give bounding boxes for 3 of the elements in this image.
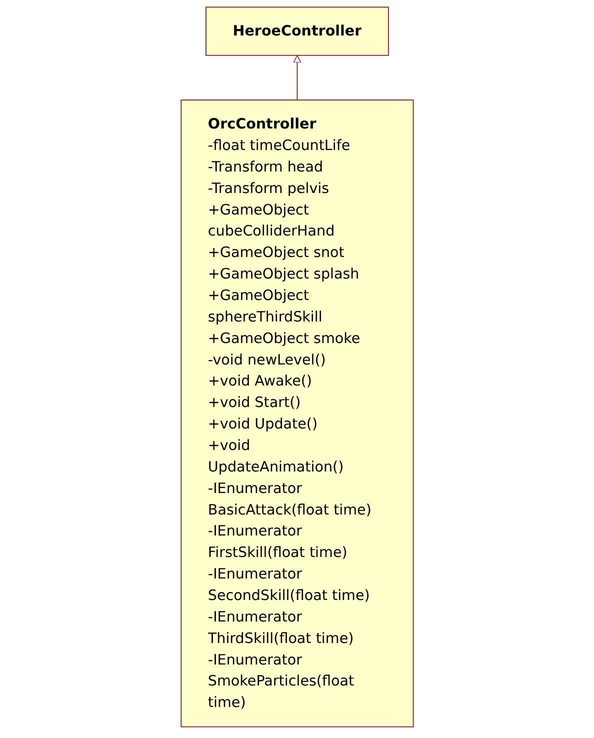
node-box — [205, 6, 389, 56]
node-box — [180, 100, 414, 728]
arrow — [293, 55, 301, 100]
